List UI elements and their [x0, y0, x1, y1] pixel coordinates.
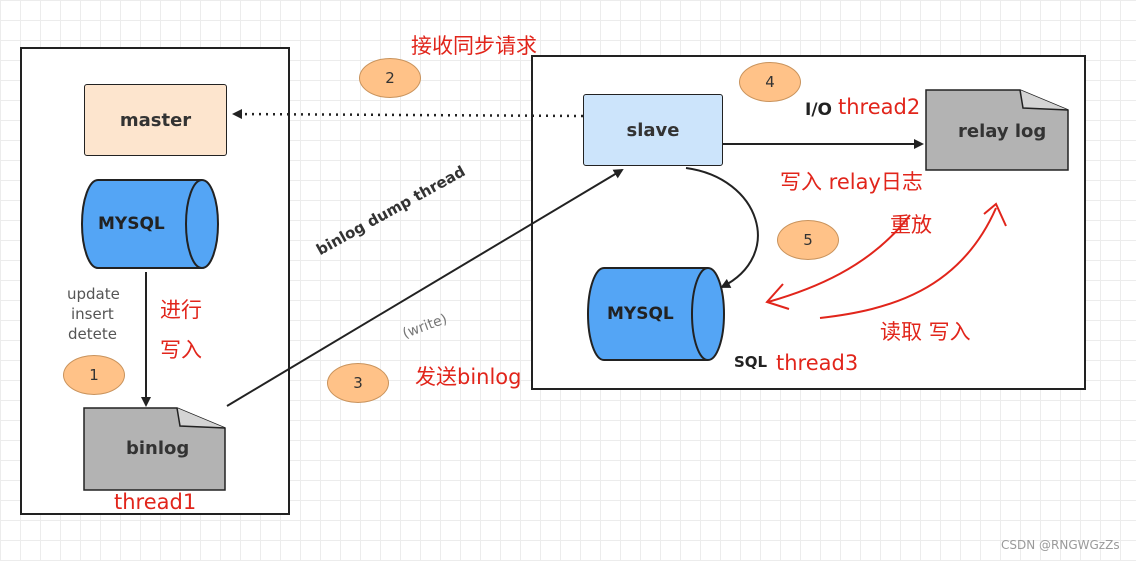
step-3-badge: 3	[327, 363, 389, 403]
master-mysql-label: MYSQL	[98, 214, 165, 234]
annotation-replay: 重放	[890, 213, 932, 237]
red-replay-arrow	[767, 214, 911, 303]
step-5-badge: 5	[777, 220, 839, 260]
annotation-xieru: 写入	[160, 338, 202, 362]
replay-curve-arrow	[685, 167, 759, 288]
step-2-badge: 2	[359, 58, 421, 98]
annotation-read-write: 读取 写入	[880, 320, 971, 344]
binlog-document	[83, 407, 226, 491]
annotation-receive-sync: 接收同步请求	[411, 34, 537, 58]
slave-node: slave	[583, 94, 723, 166]
annotation-thread1: thread1	[114, 490, 197, 514]
csdn-watermark: CSDN @RNGWGzZs	[1001, 538, 1120, 552]
master-node: master	[84, 84, 227, 156]
sync-request-dotted-arrow	[232, 109, 584, 120]
op-insert: insert	[71, 305, 114, 323]
red-arrow-head-left	[765, 283, 790, 310]
red-read-write-arrow	[819, 207, 997, 319]
annotation-thread2: thread2	[838, 95, 921, 119]
relay-log-label: relay log	[958, 121, 1047, 142]
sql-label: SQL	[734, 353, 768, 371]
annotation-send-binlog: 发送binlog	[415, 365, 522, 389]
annotation-write-relay: 写入 relay日志	[780, 170, 923, 194]
red-arrow-head-up	[983, 202, 1007, 227]
step-4-badge: 4	[739, 62, 801, 102]
op-update: update	[67, 285, 120, 303]
annotation-jinxing: 进行	[160, 298, 202, 322]
send-binlog-arrow	[226, 168, 624, 407]
op-detete: detete	[68, 325, 117, 343]
binlog-label: binlog	[126, 438, 190, 459]
relay-log-document	[925, 89, 1069, 171]
step-1-badge: 1	[63, 355, 125, 395]
slave-mysql-label: MYSQL	[607, 304, 674, 324]
master-mysql-cylinder	[81, 179, 219, 269]
io-label: I/O	[805, 100, 832, 120]
annotation-thread3: thread3	[776, 351, 859, 375]
